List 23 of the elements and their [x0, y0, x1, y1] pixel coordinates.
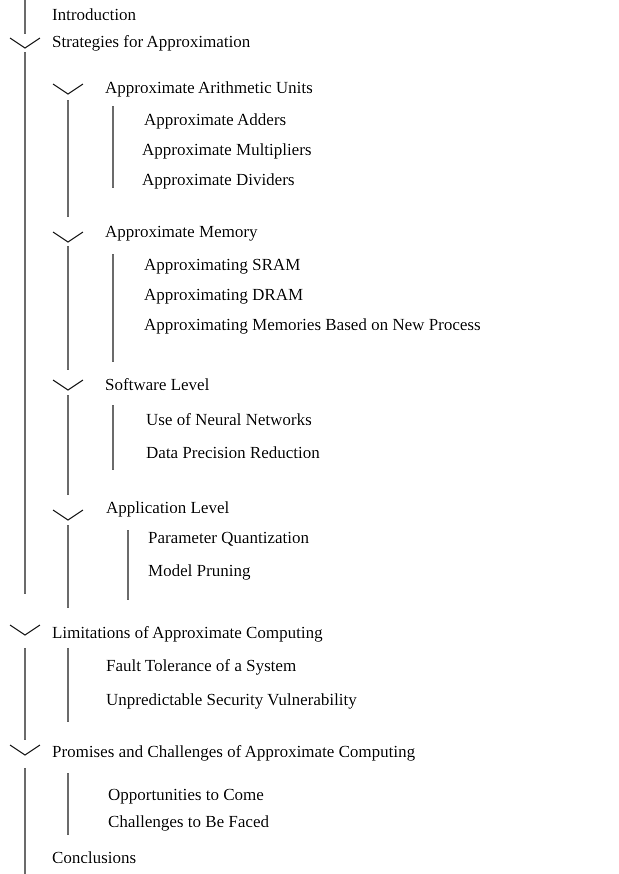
outline-entry: Approximating SRAM: [144, 254, 300, 276]
outline-entry: Conclusions: [52, 847, 136, 869]
outline-entry: Approximate Adders: [144, 109, 286, 131]
outline-entry: Approximate Memory: [105, 221, 258, 243]
outline-entry: Unpredictable Security Vulnerability: [106, 689, 357, 711]
outline-entry: Strategies for Approximation: [52, 31, 250, 53]
outline-entry: Fault Tolerance of a System: [106, 655, 296, 677]
outline-entry: Promises and Challenges of Approximate Computing: [52, 741, 416, 763]
outline-entry: Introduction: [52, 4, 136, 26]
outline-entry: Use of Neural Networks: [146, 409, 312, 431]
outline-entry: Parameter Quantization: [148, 527, 309, 549]
outline-entry: Data Precision Reduction: [146, 442, 320, 464]
outline-entry: Approximating Memories Based on New Process: [144, 314, 482, 336]
outline-entry: Application Level: [106, 497, 230, 519]
outline-entry: Approximate Multipliers: [142, 139, 312, 161]
outline-entry: Opportunities to Come: [108, 784, 264, 806]
outline-entry: Approximate Arithmetic Units: [105, 77, 313, 99]
outline-entry: Software Level: [105, 374, 210, 396]
outline-entry: Approximate Dividers: [142, 169, 294, 191]
outline-entry: Approximating DRAM: [144, 284, 304, 306]
outline-entry: Model Pruning: [148, 560, 250, 582]
outline-entry: Challenges to Be Faced: [108, 811, 269, 833]
outline-entry: Limitations of Approximate Computing: [52, 622, 323, 644]
